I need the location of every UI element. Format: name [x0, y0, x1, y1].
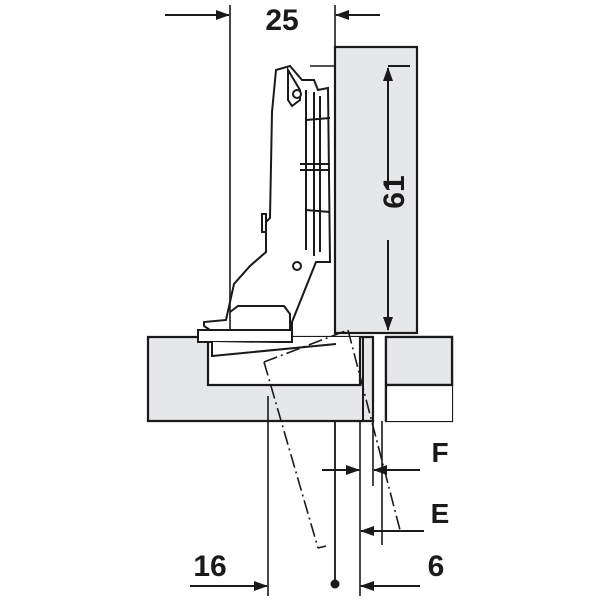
dim-16-label: 16	[193, 550, 226, 583]
dim-25-label: 25	[265, 4, 298, 37]
dim-e-label: E	[431, 498, 450, 529]
hinge-arm	[203, 64, 332, 331]
cabinet-panel	[146, 335, 454, 423]
hinge-cup	[197, 329, 337, 358]
opening-path	[263, 329, 401, 549]
gap-lines	[362, 337, 374, 421]
centerline	[330, 421, 340, 589]
dim-f-label: F	[431, 437, 448, 468]
door-panel	[333, 45, 419, 335]
dim-arrows	[165, 10, 424, 591]
dim-6-label: 6	[428, 550, 445, 583]
dim-61-label: 61	[378, 175, 411, 208]
